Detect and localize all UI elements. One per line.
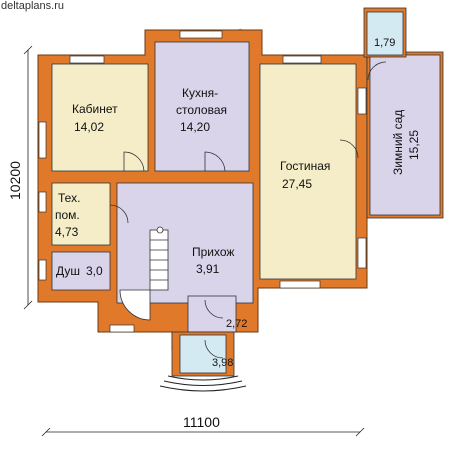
hall-name: Прихож bbox=[192, 245, 234, 259]
room-living bbox=[259, 63, 357, 280]
room-porch-bottom bbox=[179, 334, 227, 374]
tech-area: 4,73 bbox=[55, 225, 79, 239]
office-area: 14,02 bbox=[74, 120, 104, 134]
height-dimension: 10200 bbox=[7, 161, 23, 200]
room-winter-garden bbox=[369, 54, 441, 216]
porch-top-area: 1,79 bbox=[374, 37, 395, 49]
porch-steps bbox=[159, 375, 247, 392]
garden-area: 15,25 bbox=[407, 130, 421, 160]
kitchen-area: 14,20 bbox=[180, 120, 210, 134]
room-tech bbox=[51, 182, 111, 246]
shower-name: Душ bbox=[56, 264, 80, 278]
door-swings bbox=[109, 61, 387, 359]
width-dimension: 11100 bbox=[183, 414, 220, 430]
room-office bbox=[51, 63, 149, 172]
tech-name-1: Тех. bbox=[58, 191, 80, 205]
room-hall bbox=[116, 182, 254, 304]
site-url-text: deltaplans.ru bbox=[1, 0, 64, 12]
kitchen-name-2: столовая bbox=[176, 103, 227, 117]
tech-name-2: пом. bbox=[55, 208, 80, 222]
room-shower bbox=[51, 251, 111, 291]
living-area: 27,45 bbox=[282, 177, 312, 191]
garden-name: Зимний сад bbox=[391, 110, 405, 175]
living-name: Гостиная bbox=[280, 159, 330, 173]
hall-area: 3,91 bbox=[196, 262, 220, 276]
kitchen-name-1: Кухня- bbox=[182, 86, 218, 100]
room-kitchen bbox=[154, 41, 250, 172]
staircase bbox=[119, 226, 169, 321]
shower-area: 3,0 bbox=[86, 264, 103, 278]
vestibule-area: 2,72 bbox=[226, 318, 247, 330]
porch-bottom-area: 3,98 bbox=[212, 357, 233, 369]
windows bbox=[38, 30, 367, 333]
office-name: Кабинет bbox=[72, 102, 118, 116]
dimension-lines bbox=[23, 45, 365, 437]
room-porch-top bbox=[366, 11, 404, 56]
room-labels: Кабинет 14,02 Кухня- столовая 14,20 Гост… bbox=[55, 37, 421, 369]
